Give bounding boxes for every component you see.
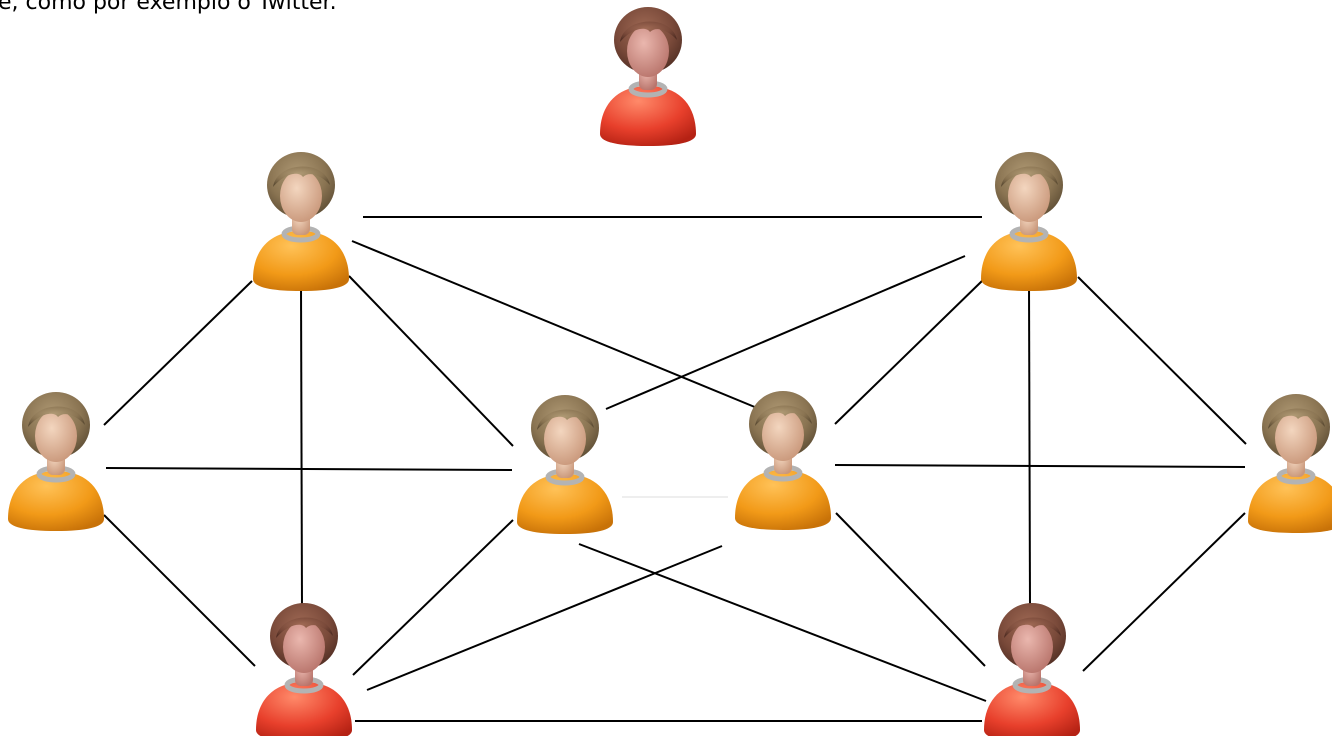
edge-middle-center-right-to-middle-far-right: [834, 464, 1246, 468]
hair-fringe-shape: [28, 406, 85, 427]
edge-middle-far-right-to-lower-right: [1082, 512, 1246, 672]
edge-middle-far-left-to-middle-center-left: [105, 467, 513, 471]
edge-upper-left-to-middle-far-left: [103, 280, 253, 426]
edge-upper-left-to-middle-center-right: [351, 240, 763, 411]
edge-upper-right-to-middle-center-left: [605, 255, 966, 410]
edge-layer: [103, 216, 1247, 722]
person-icon-lower-right: [984, 603, 1080, 736]
edge-middle-center-right-to-lower-right: [835, 512, 986, 667]
hair-fringe-shape: [1001, 166, 1058, 187]
node-layer: [8, 7, 1332, 736]
person-icon-middle-center-left: [517, 395, 613, 534]
hair-fringe-shape: [276, 617, 333, 638]
person-icon-upper-left: [253, 152, 349, 291]
person-icon-top-center: [600, 7, 696, 146]
edge-upper-right-to-middle-far-right: [1077, 276, 1247, 445]
caption-text: e, como por exemplo o Twitter.: [0, 0, 337, 15]
face-shape: [1275, 412, 1317, 464]
face-shape: [1008, 170, 1050, 222]
hair-fringe-shape: [273, 166, 330, 187]
person-icon-middle-far-left: [8, 392, 104, 531]
edge-upper-right-to-lower-right: [1028, 284, 1031, 607]
edge-middle-center-left-to-lower-right: [578, 543, 987, 702]
person-icon-middle-far-right: [1248, 394, 1332, 533]
hair-fringe-shape: [537, 409, 594, 430]
face-shape: [1011, 621, 1053, 673]
face-shape: [283, 621, 325, 673]
shirt-shape: [253, 231, 349, 291]
shirt-shape: [981, 231, 1077, 291]
shirt-shape: [600, 86, 696, 146]
edge-middle-center-left-to-lower-left: [352, 519, 514, 676]
edge-upper-left-to-lower-left: [300, 284, 303, 611]
face-shape: [762, 409, 804, 461]
hair-fringe-shape: [1004, 617, 1061, 638]
hair-fringe-shape: [755, 405, 812, 426]
person-icon-upper-right: [981, 152, 1077, 291]
edge-upper-right-to-middle-center-right: [834, 279, 984, 425]
face-shape: [544, 413, 586, 465]
shirt-shape: [735, 470, 831, 530]
shirt-shape: [256, 682, 352, 736]
edge-upper-left-to-middle-center-left: [348, 275, 514, 447]
shirt-shape: [8, 471, 104, 531]
shirt-shape: [1248, 473, 1332, 533]
hair-fringe-shape: [1268, 408, 1325, 429]
face-shape: [627, 25, 669, 77]
person-icon-lower-left: [256, 603, 352, 736]
face-shape: [280, 170, 322, 222]
shirt-shape: [984, 682, 1080, 736]
person-icon-middle-center-right: [735, 391, 831, 530]
hair-fringe-shape: [620, 21, 677, 42]
shirt-shape: [517, 474, 613, 534]
edge-middle-center-right-to-lower-left: [366, 545, 723, 691]
face-shape: [35, 410, 77, 462]
edge-middle-far-left-to-lower-left: [103, 514, 256, 667]
